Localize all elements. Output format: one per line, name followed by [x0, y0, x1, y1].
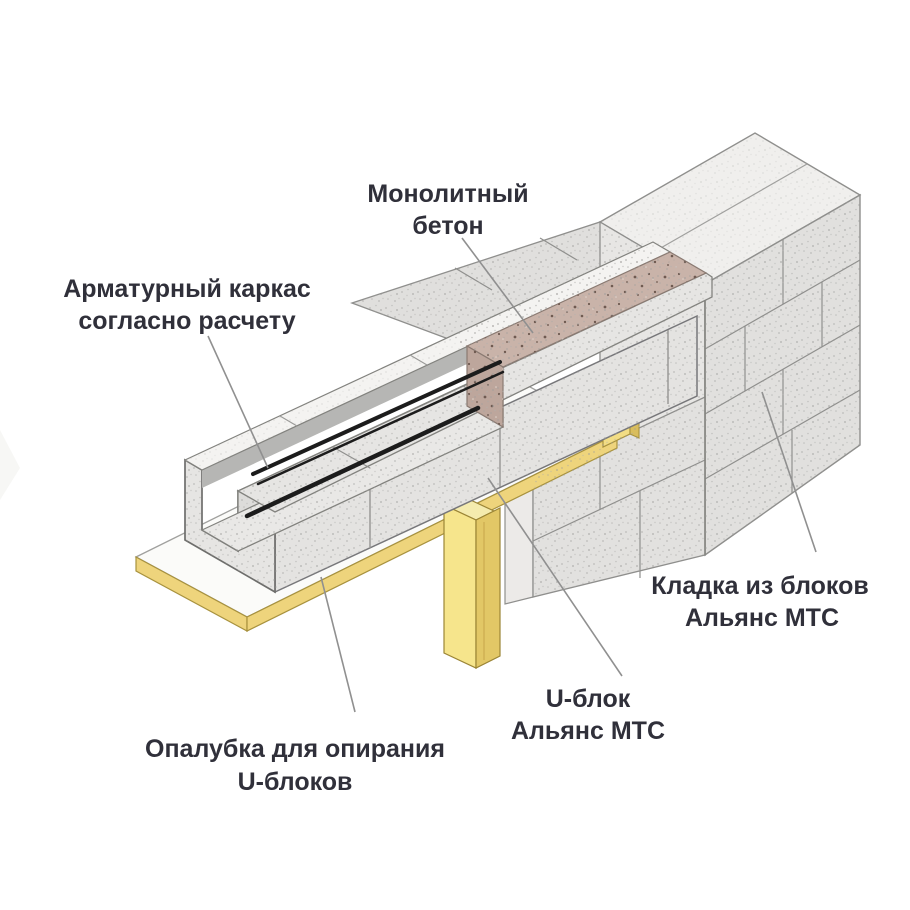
label-ublock-line1: U-блок	[546, 685, 631, 713]
support-post-side	[475, 507, 501, 669]
label-masonry-line2: Альянс МТС	[685, 604, 839, 632]
label-monolithic-concrete-line1: Монолитный	[367, 180, 528, 208]
background-smudge	[0, 430, 20, 500]
labels: Монолитный бетон Арматурный каркас согла…	[63, 180, 869, 796]
label-monolithic-concrete-line2: бетон	[412, 212, 483, 240]
channel-shadow	[202, 346, 467, 488]
leader-ublock	[487, 477, 623, 677]
label-masonry-line1: Кладка из блоков	[651, 572, 868, 600]
support-post-front	[443, 504, 477, 669]
label-ublock-line2: Альянс МТС	[511, 717, 665, 745]
leader-masonry	[761, 391, 817, 553]
label-rebar-frame-line2: согласно расчету	[78, 307, 295, 335]
leader-rebar-frame	[207, 335, 269, 469]
leader-formwork	[320, 576, 356, 713]
block-speckle-overlay	[185, 195, 860, 597]
top-face-speckle-overlay	[185, 133, 860, 470]
label-formwork-line1: Опалубка для опирания	[145, 735, 445, 763]
leader-monolithic-concrete	[461, 237, 534, 334]
rebar-bar	[244, 405, 481, 519]
leader-lines	[207, 237, 817, 713]
reinforcement-bars	[244, 360, 505, 519]
rebar-bar	[256, 370, 505, 486]
label-formwork-line2: U-блоков	[238, 768, 353, 796]
rebar-bar	[251, 360, 502, 476]
label-rebar-frame-line1: Арматурный каркас	[63, 275, 311, 303]
